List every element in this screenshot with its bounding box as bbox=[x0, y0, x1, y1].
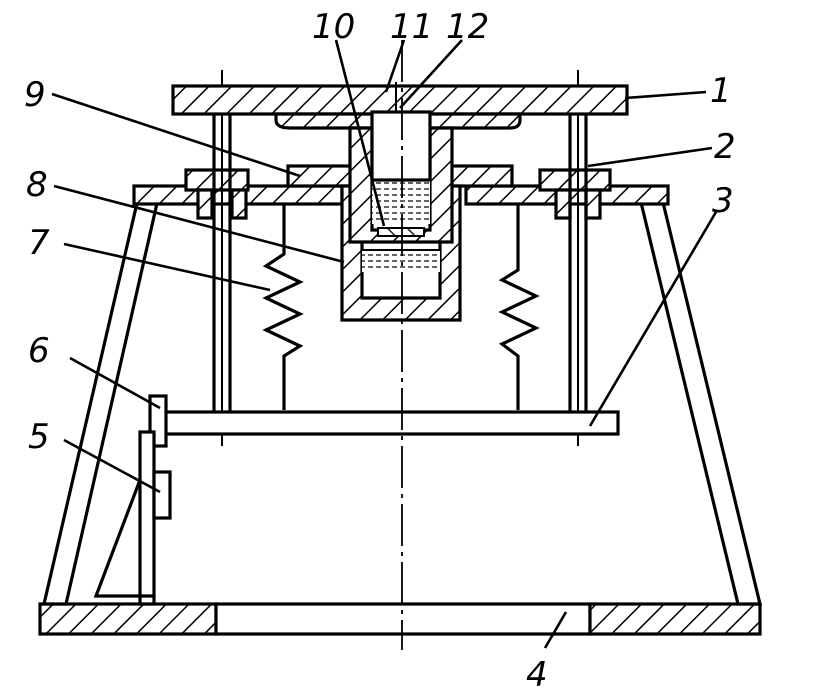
sensor-pin bbox=[370, 110, 432, 237]
label-7: 7 bbox=[28, 223, 50, 263]
moving-platform bbox=[162, 410, 620, 436]
guide-bushings bbox=[184, 168, 612, 220]
label-3: 3 bbox=[712, 181, 734, 221]
label-2: 2 bbox=[714, 127, 736, 167]
label-9: 9 bbox=[24, 75, 46, 115]
label-11: 11 bbox=[390, 7, 433, 47]
base-plate bbox=[38, 602, 762, 636]
guide-rods bbox=[212, 70, 588, 446]
label-6: 6 bbox=[28, 331, 50, 371]
top-plate bbox=[171, 82, 629, 116]
springs bbox=[262, 204, 540, 410]
part-labels: 1 2 3 4 5 6 7 8 9 10 11 12 bbox=[24, 7, 736, 695]
leader-lines bbox=[51, 39, 718, 649]
label-12: 12 bbox=[446, 7, 489, 47]
label-10: 10 bbox=[312, 7, 355, 47]
label-1: 1 bbox=[710, 71, 732, 111]
label-8: 8 bbox=[26, 165, 48, 205]
limit-switch-assembly bbox=[93, 394, 172, 606]
label-4: 4 bbox=[526, 655, 548, 695]
label-5: 5 bbox=[28, 417, 50, 457]
